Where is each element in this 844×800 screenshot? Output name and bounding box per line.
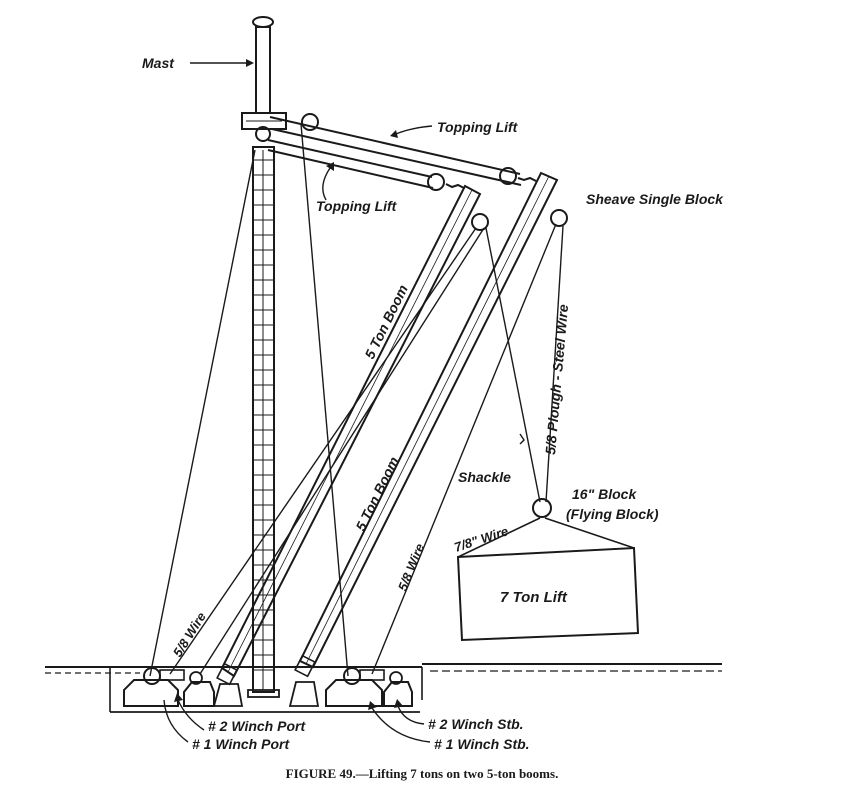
figure-caption: FIGURE 49.—Lifting 7 tons on two 5-ton b… <box>286 766 559 781</box>
label-topping-lift-lower: Topping Lift <box>316 198 398 214</box>
load <box>456 517 640 642</box>
label-flying-block-2: (Flying Block) <box>566 506 659 522</box>
label-boom-inner: 5 Ton Boom <box>361 282 411 361</box>
mast-stays <box>149 123 349 677</box>
label-mast: Mast <box>142 55 175 71</box>
deck <box>45 663 722 713</box>
mast <box>241 16 287 698</box>
shackle-mark <box>519 433 525 445</box>
label-load: 7 Ton Lift <box>500 589 568 606</box>
winches-stb <box>212 667 413 707</box>
sheave-single-block <box>550 209 568 227</box>
falls <box>169 223 564 675</box>
label-flying-block-1: 16" Block <box>572 486 637 502</box>
label-plough-steel-wire: 5/8 Plough - Steel Wire <box>542 303 571 455</box>
label-winch-port-1: # 1 Winch Port <box>192 736 290 752</box>
leader-arrows <box>163 59 433 743</box>
label-sling-wire: 7/8" Wire <box>452 523 510 555</box>
topping-lift-lower <box>267 139 465 191</box>
label-sheave-single-block: Sheave Single Block <box>586 191 724 207</box>
label-winch-stb-1: # 1 Winch Stb. <box>434 736 530 752</box>
label-wire-left: 5/8 Wire <box>170 609 209 659</box>
label-shackle: Shackle <box>458 469 511 485</box>
winches-port <box>123 667 215 707</box>
boom-inner <box>216 184 482 686</box>
label-winch-stb-2: # 2 Winch Stb. <box>428 716 524 732</box>
boom-head-block-inner <box>471 213 489 231</box>
flying-block <box>532 498 552 518</box>
label-topping-lift-upper: Topping Lift <box>437 119 519 135</box>
boom-outer <box>294 171 559 678</box>
label-wire-center: 5/8 Wire <box>395 541 428 593</box>
topping-lift-upper <box>269 113 537 186</box>
label-winch-port-2: # 2 Winch Port <box>208 718 306 734</box>
